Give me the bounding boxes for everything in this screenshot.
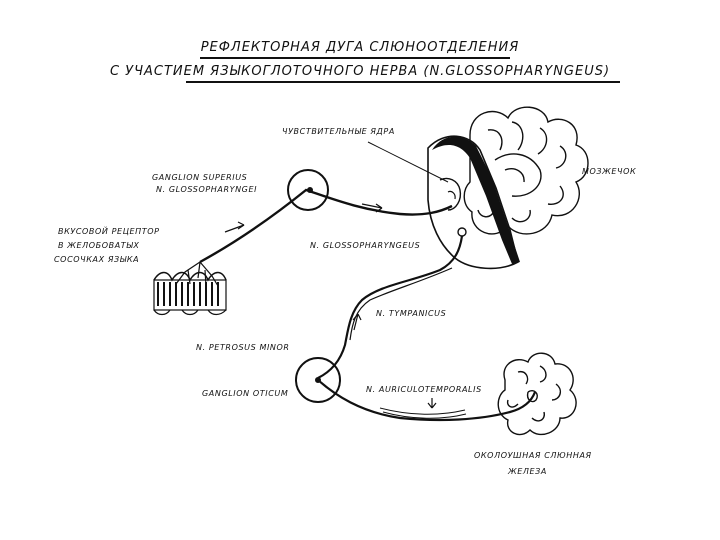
label-taste-receptor-1: ВКУСОВОЙ РЕЦЕПТОР [58,227,160,236]
auriculotemporal-fiber [317,379,537,422]
brainstem-section [427,135,520,270]
label-taste-receptor-3: СОСОЧКАХ ЯЗЫКА [54,255,140,264]
label-ganglion-superius-1: GANGLION SUPERIUS [152,173,248,182]
label-n-tympanicus: N. TYMPANICUS [376,309,447,318]
label-sensory-nuclei: ЧУВСТВИТЕЛЬНЫЕ ЯДРА [282,127,395,136]
label-parotid-2: ЖЕЛЕЗА [508,467,547,476]
salivatory-nucleus [457,227,467,237]
glossopharyngeal-afferent-fiber [199,188,453,264]
tympanic-petrosal-fiber [317,235,464,379]
label-ganglion-oticum: GANGLION OTICUM [202,389,289,398]
direction-arrow-icon [361,203,383,213]
parotid-gland-drawing [497,352,577,436]
direction-arrow-icon [427,398,437,409]
direction-arrow-icon [224,224,245,233]
diagram-title-line-1: РЕФЛЕКТОРНАЯ ДУГА СЛЮНООТДЕЛЕНИЯ [200,40,520,55]
label-parotid-1: ОКОЛОУШНАЯ СЛЮННАЯ [474,451,592,460]
sensory-nuclei-pointer [367,141,449,183]
label-n-petrosus-minor: N. PETROSUS MINOR [196,343,290,352]
title-underline-1 [200,57,510,59]
label-cerebellum: МОЗЖЕЧОК [582,167,637,176]
direction-arrow-icon [352,313,362,331]
label-taste-receptor-2: В ЖЕЛОБОВАТЫХ [58,241,140,250]
tongue-papillae-drawing [153,271,227,316]
title-underline-2 [186,81,620,83]
label-ganglion-superius-2: N. GLOSSOPHARYNGEI [156,185,258,194]
label-n-glossopharyngeus: N. GLOSSOPHARYNGEUS [310,241,421,250]
diagram-title-line-2: С УЧАСТИЕМ ЯЗЫКОГЛОТОЧНОГО НЕРВА (N.GLOS… [109,64,611,79]
label-n-auriculotemporalis: N. AURICULOTEMPORALIS [366,385,482,394]
